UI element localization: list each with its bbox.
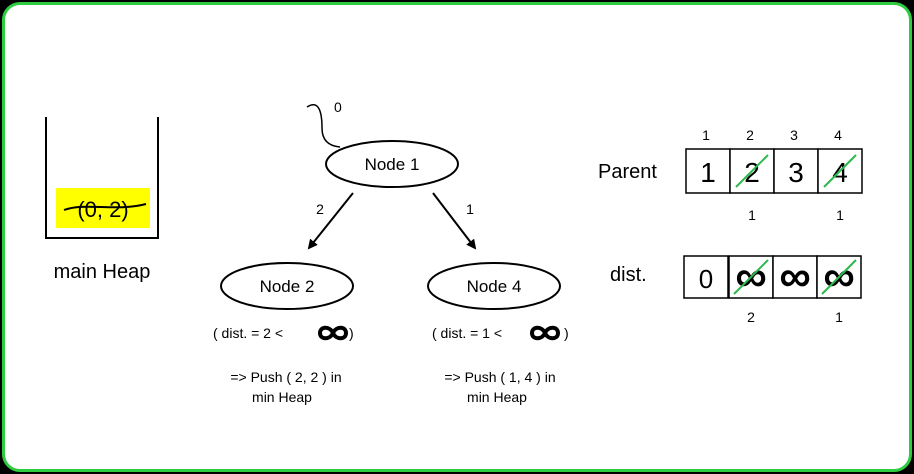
node-4-label: Node 4 [467,277,522,296]
min-heap: (0, 2) main Heap [45,117,159,283]
graph-tree: 0 Node 1 2 1 Node 2 ( dist. = 2 < ) => P… [213,99,569,405]
dist-update-value: 2 [747,309,755,325]
node-1-label: Node 1 [365,155,420,174]
parent-update-value: 1 [748,207,756,223]
parent-array-label: Parent [598,161,657,183]
infinity-icon [529,325,561,341]
dist-cell [772,255,818,299]
parent-cell-value: 1 [700,157,716,188]
root-dist-mark [306,104,341,148]
infinity-icon [317,325,349,341]
dist-update-value: 1 [835,309,843,325]
parent-update-value: 1 [836,207,844,223]
edge-weight-right: 1 [466,201,474,217]
strike-mark [823,154,857,188]
node-2-label: Node 2 [260,277,315,296]
parent-cell-value: 4 [832,157,848,188]
node-2 [220,262,354,310]
parent-index-label: 4 [834,127,842,143]
node-4-action-line2: min Heap [467,389,527,405]
strike-mark [735,154,769,188]
node-1 [325,140,459,188]
node-2-dist-check: ( dist. = 2 < [213,325,283,341]
node-2-action-line1: => Push ( 2, 2 ) in [230,369,341,385]
parent-cell-value: 2 [744,157,760,188]
node-4-dist-check-close: ) [564,325,569,341]
node-4-action-line1: => Push ( 1, 4 ) in [444,369,555,385]
dist-array-label: dist. [610,264,647,286]
root-dist-label: 0 [334,99,342,115]
dist-array: dist. 0∞∞∞ 21 [610,252,862,325]
heap-entry-strike [63,203,147,211]
edge-node1-node2 [307,192,354,250]
edge-node1-node4 [432,192,477,250]
node-4-dist-check: ( dist. = 1 < [432,325,502,341]
heap-entry: (0, 2) [77,197,128,222]
heap-label: main Heap [54,261,151,283]
edge-weight-left: 2 [316,201,324,217]
dist-cell-value: 0 [699,264,713,294]
parent-index-label: 1 [702,127,710,143]
node-4 [427,262,561,310]
dist-cell [683,255,729,299]
parent-cell-value: 3 [788,157,804,188]
parent-index-label: 3 [790,127,798,143]
heap-container [45,117,159,239]
node-2-action-line2: min Heap [252,389,312,405]
strike-mark [821,259,857,295]
strike-mark [733,259,769,295]
dist-cell-value: ∞ [779,252,810,301]
parent-index-label: 2 [746,127,754,143]
parent-cell [773,148,819,194]
node-2-dist-check-close: ) [349,325,354,341]
